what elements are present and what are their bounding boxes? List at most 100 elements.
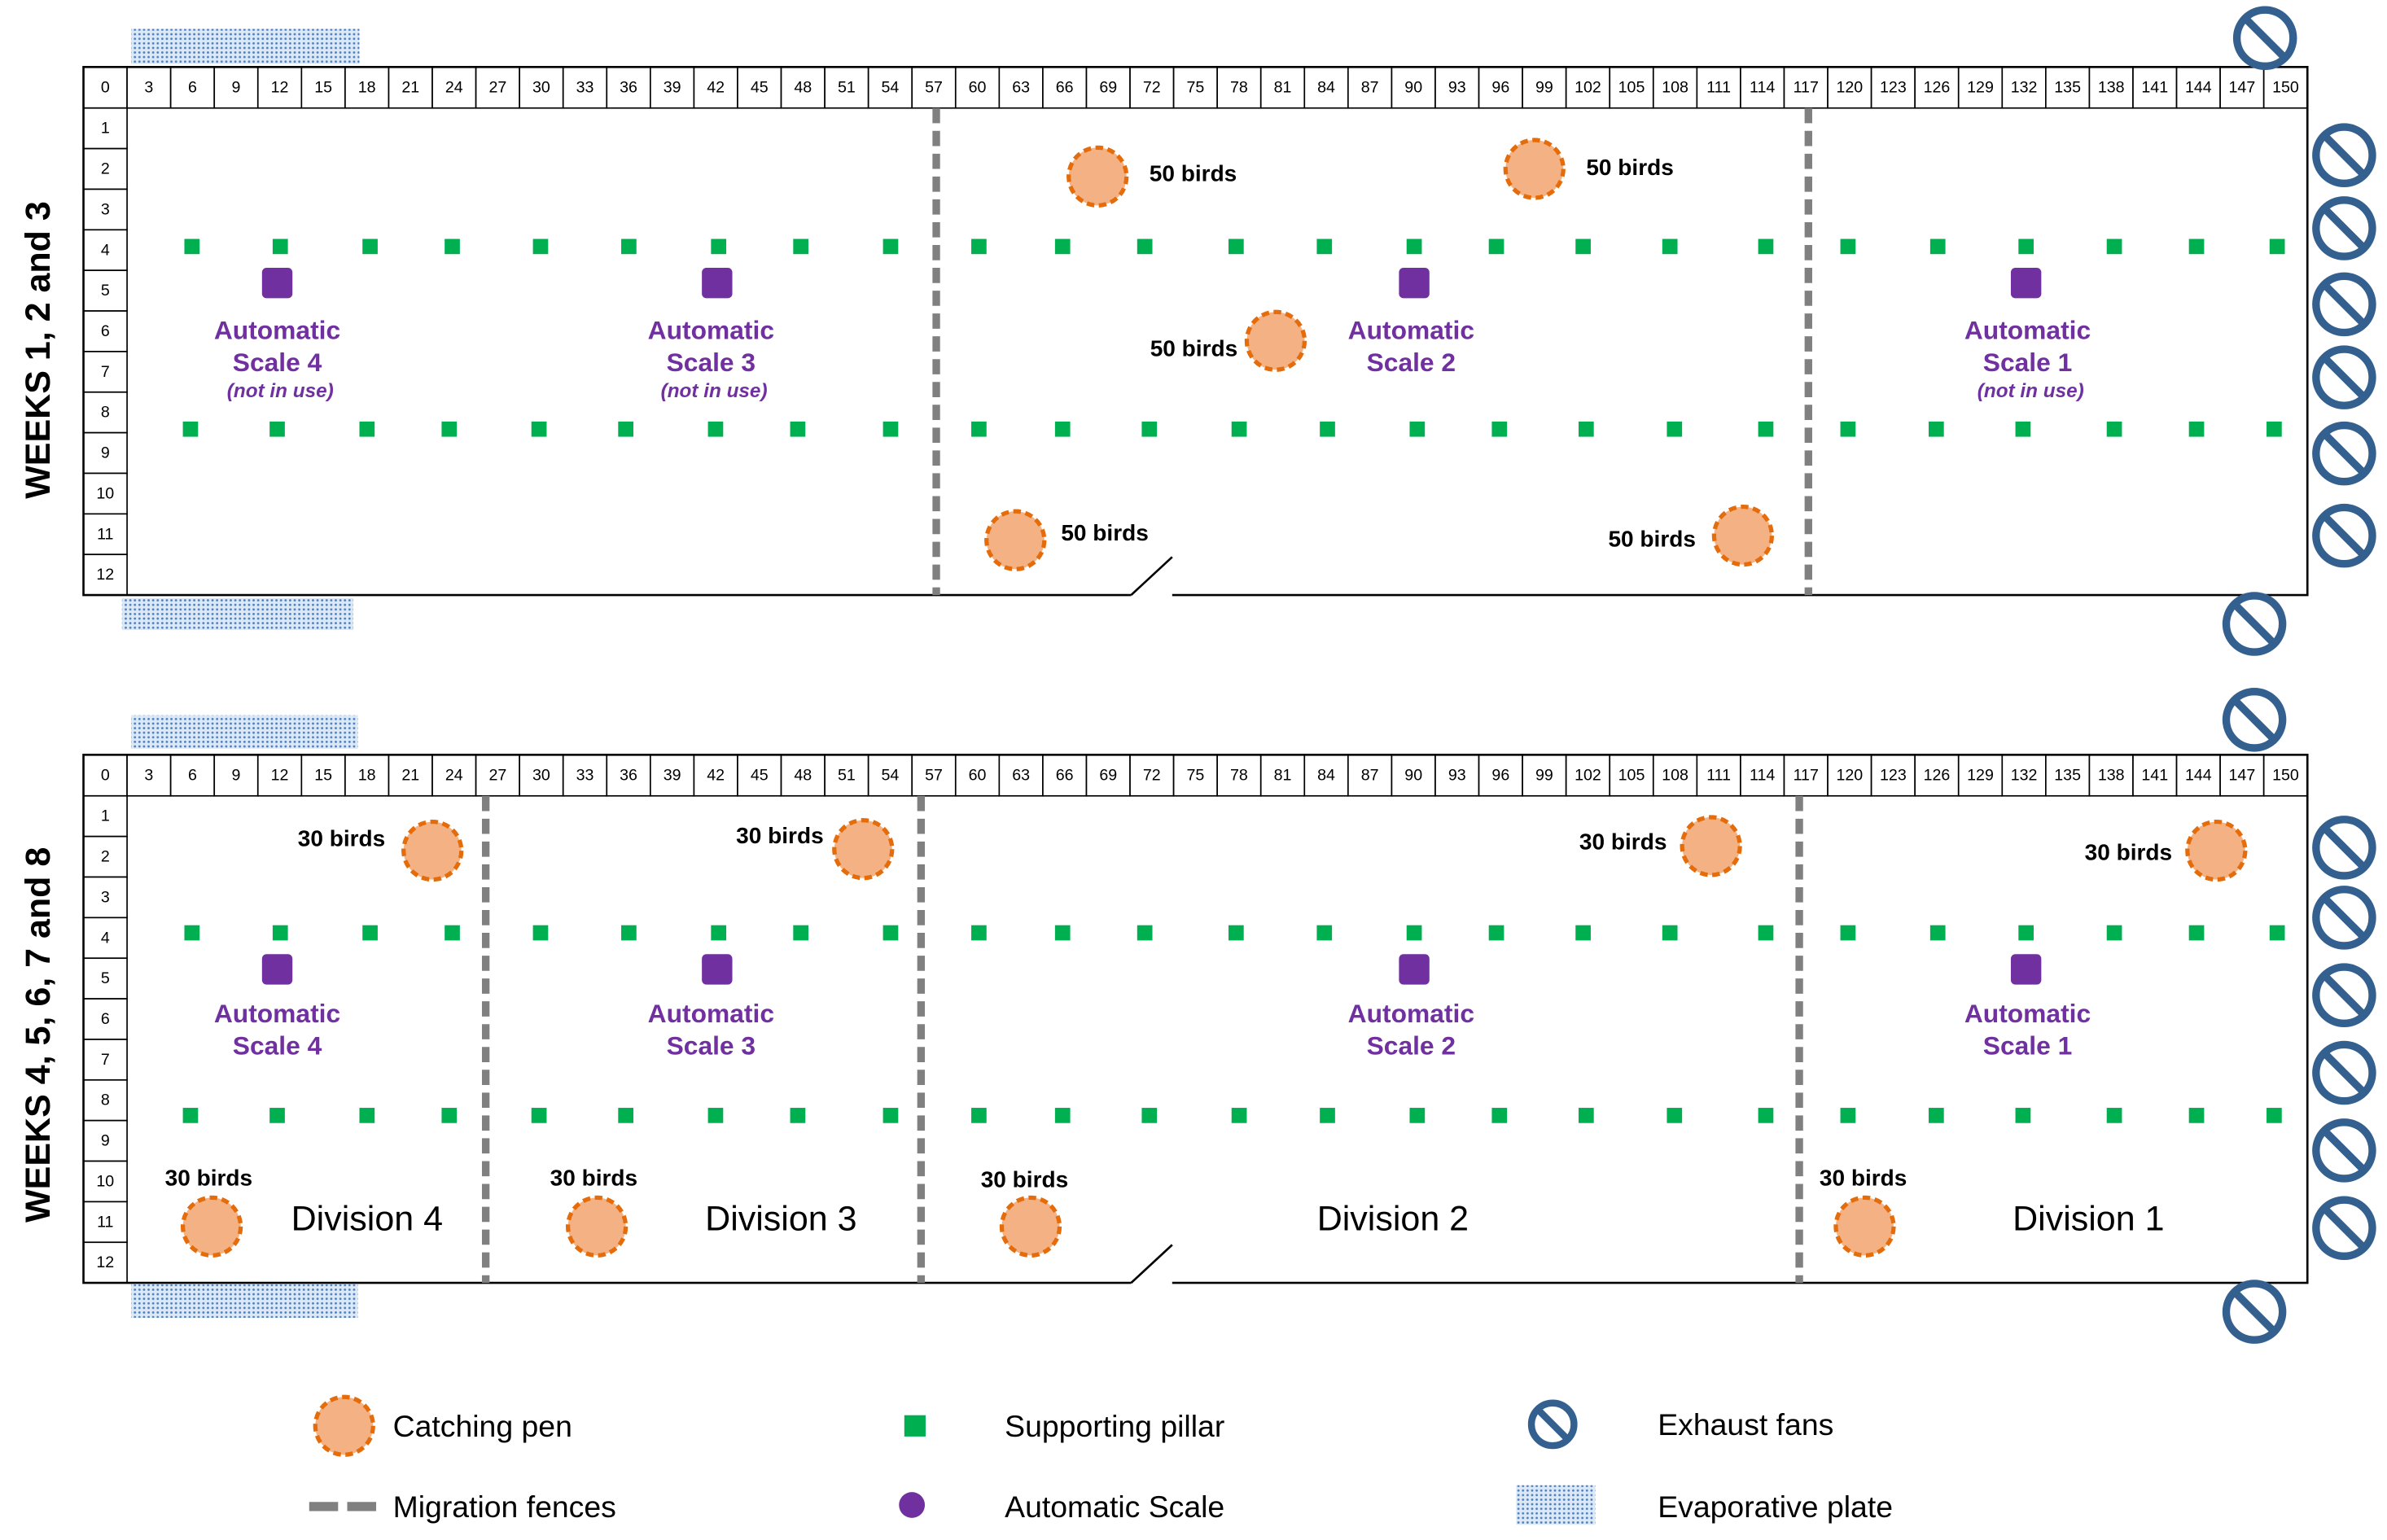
ruler-label: 3 — [144, 79, 153, 97]
supporting-pillar — [184, 925, 200, 941]
supporting-pillar — [1406, 925, 1422, 941]
ruler-label: 105 — [1618, 767, 1645, 785]
row-label: 11 — [97, 1213, 113, 1231]
ruler-cell — [1042, 754, 1088, 797]
division-label: Division 3 — [705, 1200, 856, 1239]
ruler-label: 96 — [1491, 79, 1509, 97]
ruler-label: 30 — [532, 767, 550, 785]
legend-item-automatic-scale: Automatic Scale — [899, 1490, 1224, 1524]
ruler-cell — [1172, 754, 1219, 797]
supporting-pillar — [1758, 1108, 1774, 1123]
automatic-scale-status: (not in use) — [1977, 380, 2084, 402]
automatic-scale-number: Scale 3 — [667, 348, 756, 377]
supporting-pillar — [1840, 238, 1856, 255]
catching-pen-group: 30 birds — [550, 1166, 637, 1258]
ruler-label: 150 — [2272, 767, 2299, 785]
supporting-pillar — [711, 238, 727, 255]
ruler-label: 21 — [401, 767, 419, 785]
ruler-label: 129 — [1967, 79, 1994, 97]
supporting-pillar — [1320, 421, 1335, 437]
ruler-label: 57 — [925, 767, 943, 785]
catching-pen-label: 30 birds — [165, 1166, 252, 1191]
ruler-cell — [867, 66, 913, 109]
row-cell — [82, 188, 128, 231]
automatic-scale — [2010, 954, 2042, 985]
ruler-label: 138 — [2098, 79, 2125, 97]
row-cell — [82, 835, 128, 878]
ruler-cell — [256, 66, 303, 109]
legend-item-evaporative-plate: Evaporative plate — [1516, 1485, 1893, 1525]
automatic-scale-number: Scale 2 — [1367, 348, 1456, 377]
automatic-scale-icon — [899, 1492, 926, 1518]
exhaust-fan-icon — [2312, 816, 2376, 880]
ruler-label: 105 — [1618, 79, 1645, 97]
row-cell — [82, 917, 128, 960]
supporting-pillar — [1758, 925, 1774, 941]
evaporative-plate-icon — [1516, 1485, 1596, 1525]
catching-pen-label: 30 birds — [298, 826, 386, 851]
supporting-pillar — [1929, 1108, 1944, 1123]
catching-pen-label: 30 birds — [981, 1166, 1069, 1192]
supporting-pillar — [2015, 421, 2031, 437]
supporting-pillar — [441, 1108, 458, 1123]
catching-pen-group: 50 birds — [1608, 504, 1775, 567]
legend-label-supporting-pillar: Supporting pillar — [1005, 1409, 1224, 1443]
supporting-pillar — [2267, 421, 2282, 437]
automatic-scale-label: Automatic — [214, 316, 340, 345]
ruler-label: 24 — [445, 767, 463, 785]
ruler-cell — [954, 754, 1001, 797]
ruler-label: 123 — [1880, 79, 1907, 97]
catching-pen-group: 50 birds — [1150, 309, 1307, 372]
weeks-label: WEEKS 1, 2 and 3 — [19, 201, 58, 499]
automatic-scale — [261, 954, 293, 985]
division-label: Division 2 — [1317, 1200, 1469, 1239]
exhaust-fan-bar — [2321, 354, 2367, 400]
supporting-pillar — [445, 925, 460, 941]
row-label: 1 — [101, 120, 110, 138]
ruler-label: 132 — [2011, 767, 2038, 785]
automatic-scale-label: Automatic — [648, 999, 774, 1028]
ruler-label: 144 — [2185, 767, 2212, 785]
automatic-scale-status: (not in use) — [661, 380, 768, 402]
ruler-label: 45 — [751, 79, 769, 97]
row-label: 10 — [96, 484, 114, 502]
supporting-pillar — [793, 925, 808, 941]
ruler-label: 141 — [2141, 767, 2168, 785]
exhaust-fan-bar — [2321, 1205, 2367, 1251]
exhaust-fan-icon — [2312, 1196, 2376, 1261]
supporting-pillar — [883, 238, 899, 255]
supporting-pillar — [1137, 238, 1153, 255]
ruler-label: 63 — [1012, 79, 1030, 97]
exhaust-fan-icon — [2312, 345, 2376, 409]
supporting-pillar — [1662, 238, 1678, 255]
exhaust-fan-bar — [2232, 697, 2277, 743]
supporting-pillar — [1141, 1108, 1158, 1123]
ruler-label: 117 — [1794, 79, 1819, 97]
ruler-cell — [1827, 66, 1872, 109]
ruler-cell — [2219, 66, 2265, 109]
ruler-label: 51 — [838, 767, 856, 785]
ruler-cell — [388, 66, 433, 109]
ruler-cell — [300, 66, 346, 109]
exhaust-fan-icon — [2312, 1040, 2376, 1105]
supporting-pillar — [1840, 421, 1856, 437]
supporting-pillar — [1840, 1108, 1856, 1123]
ruler-label: 120 — [1836, 767, 1863, 785]
ruler-cell — [737, 66, 782, 109]
row-label: 2 — [101, 160, 110, 178]
supporting-pillar — [362, 238, 378, 255]
supporting-pillar — [1229, 238, 1244, 255]
ruler-cell — [867, 754, 913, 797]
ruler-label: 114 — [1750, 79, 1775, 97]
supporting-pillar — [1406, 238, 1422, 255]
ruler-cell — [1259, 66, 1306, 109]
supporting-pillar — [182, 421, 199, 437]
ruler-label: 135 — [2054, 79, 2081, 97]
supporting-pillar — [2018, 238, 2034, 255]
evaporative-plate — [131, 28, 360, 64]
exhaust-fan-icon — [2222, 592, 2287, 656]
row-label: 8 — [101, 404, 110, 422]
